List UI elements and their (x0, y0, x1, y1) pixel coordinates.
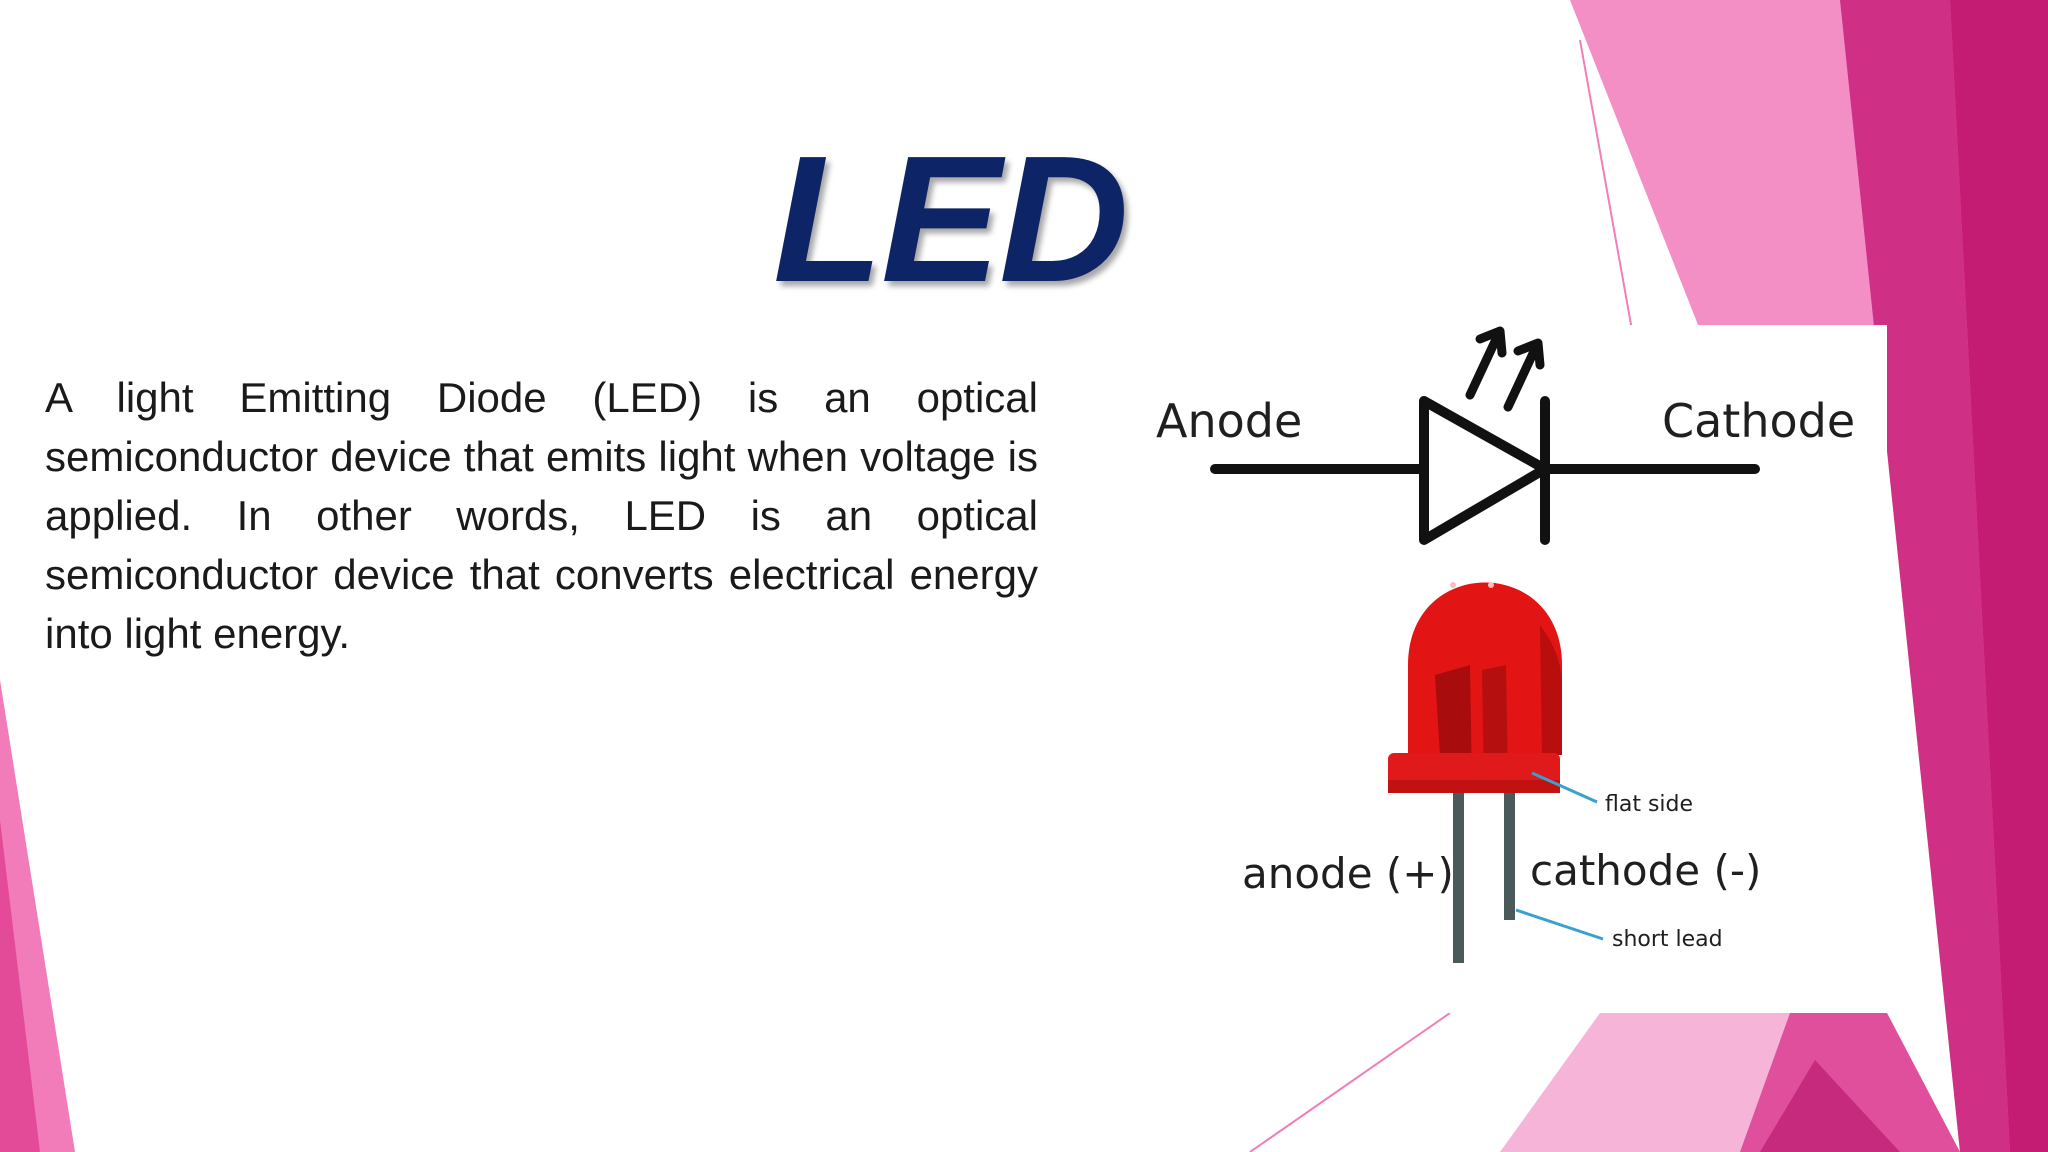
flat-side-label: flat side (1605, 792, 1693, 817)
bg-facet-left-deep (0, 820, 40, 1152)
led-rim-shade (1388, 780, 1560, 793)
bg-thin-line (1579, 39, 1633, 331)
short-lead-label: short lead (1612, 927, 1723, 952)
short-lead-callout (1515, 908, 1604, 941)
symbol-cathode-label: Cathode (1662, 394, 1855, 448)
bg-thin-line-bottom (1249, 1012, 1451, 1152)
component-cathode-label: cathode (-) (1530, 846, 1761, 895)
flat-side-callout (1531, 771, 1598, 804)
component-anode-label: anode (+) (1242, 849, 1454, 898)
slide-title: LED (773, 119, 1129, 320)
symbol-anode-label: Anode (1156, 394, 1302, 448)
led-component: flat side short lead anode (+) cathode (… (1242, 582, 1761, 963)
diode-triangle-icon (1419, 396, 1550, 545)
bg-facet-light-pink (1570, 0, 1885, 330)
bg-facet-magenta (1950, 0, 2048, 1152)
led-highlight (1450, 582, 1456, 588)
diode-symbol: Anode Cathode (1156, 326, 1855, 545)
anode-lead (1453, 785, 1464, 963)
cathode-lead (1504, 785, 1515, 920)
body-paragraph: A light Emitting Diode (LED) is an optic… (45, 374, 1038, 657)
bg-facet-deep (1840, 0, 2010, 1152)
led-figure: Anode Cathode (1130, 325, 1887, 1013)
bg-facet-bottom-dark (1760, 1060, 1900, 1152)
led-highlight-2 (1488, 582, 1494, 588)
light-arrows-icon (1465, 326, 1545, 412)
led-dome-shade (1540, 625, 1562, 755)
